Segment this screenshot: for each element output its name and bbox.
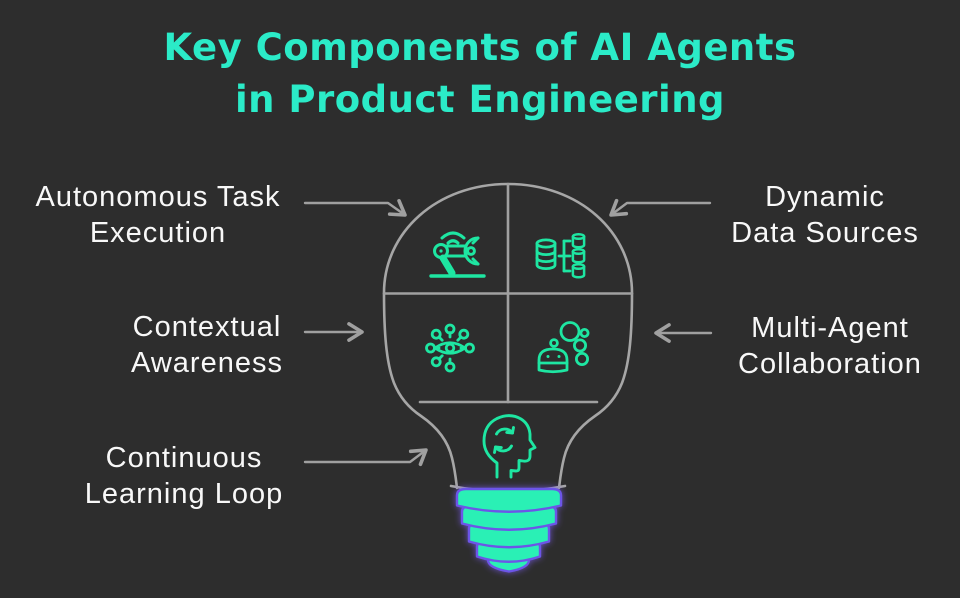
label-contextual-awareness: Contextual Awareness <box>131 311 283 379</box>
eye-network-icon <box>425 323 475 373</box>
label-dynamic-data-sources: Dynamic Data Sources <box>731 181 919 249</box>
screw-thread-1 <box>455 487 563 513</box>
label-continuous-learning-loop: Continuous Learning Loop <box>84 442 284 510</box>
robot-bubbles-icon <box>537 321 590 374</box>
title-line-2: in Product Engineering <box>234 78 726 121</box>
screw-base <box>455 487 563 573</box>
arrow-autonomous-task <box>303 199 407 217</box>
label-multi-agent-collaboration: Multi-Agent Collaboration <box>738 312 922 380</box>
arrow-continuous <box>303 448 428 467</box>
robotic-arm-icon <box>429 231 486 278</box>
head-refresh-icon <box>482 414 537 479</box>
database-branch-icon <box>535 232 586 279</box>
quadrant-dividers <box>382 182 634 404</box>
connector-arrows <box>303 198 713 467</box>
page-title: Key Components of AI Agents in Product E… <box>0 22 960 126</box>
title-line-1: Key Components of AI Agents <box>163 26 797 69</box>
label-autonomous-task-execution: Autonomous Task Execution <box>35 181 281 249</box>
arrow-dynamic-data <box>609 198 712 217</box>
